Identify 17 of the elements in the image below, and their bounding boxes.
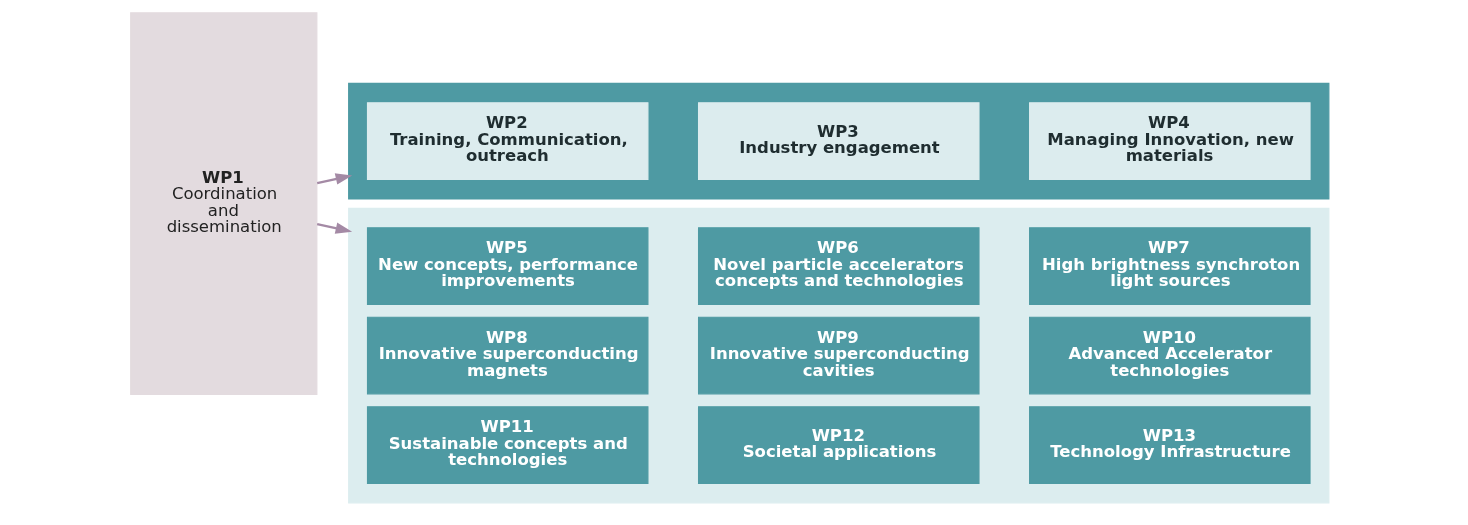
node-box: WP9 Innovative superconducting cavities	[697, 316, 980, 395]
cluster	[347, 207, 1329, 504]
arrow	[316, 173, 352, 185]
node-box: WP3 Industry engagement	[697, 102, 980, 181]
node-box: WP13 Technology Infrastructure	[1028, 406, 1311, 484]
arrow	[316, 222, 352, 234]
node-box: WP6 Novel particle accelerators concepts and technologies	[697, 227, 980, 305]
node-box: WP4 Managing Innovation, new materials	[1028, 102, 1311, 181]
node-box: WP2 Training, Communication, outreach	[366, 102, 648, 181]
cluster	[347, 82, 1329, 200]
node-box: WP1 Coordination and dissemination	[129, 12, 317, 396]
node-box: WP7 High brightness synchroton light sources	[1028, 227, 1311, 305]
node-box: WP12 Societal applications	[697, 406, 980, 484]
node-box: WP11 Sustainable concepts and technologies	[366, 406, 648, 484]
node-box: WP10 Advanced Accelerator technologies	[1028, 316, 1311, 395]
node-box: WP5 New concepts, performance improvements	[366, 227, 648, 305]
node-box: WP8 Innovative superconducting magnets	[366, 316, 648, 395]
